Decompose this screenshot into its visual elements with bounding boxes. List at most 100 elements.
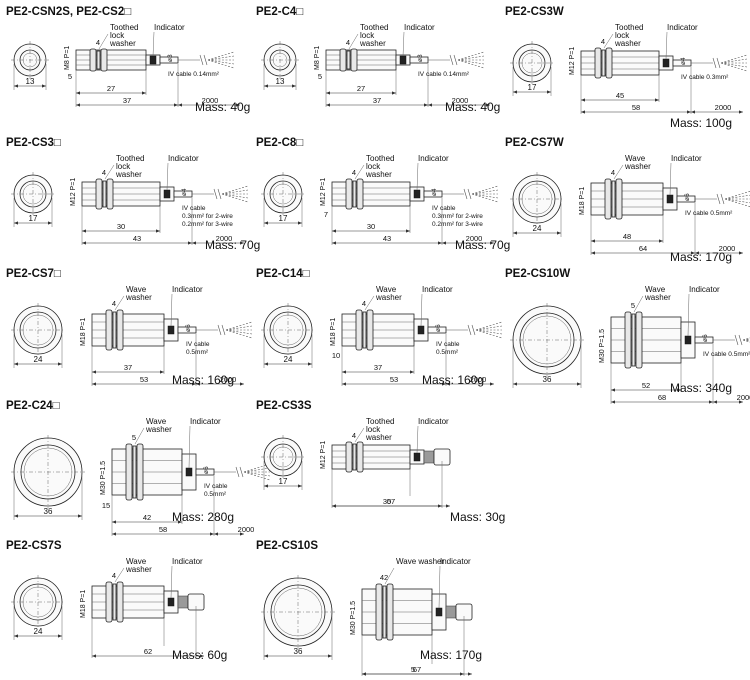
washer-label: washer <box>365 170 392 179</box>
dimension-label: 4 <box>352 168 356 177</box>
cable-diameter-label: ø6 <box>435 324 442 332</box>
cable-spec-label: IV cable 0.5mm² <box>703 351 750 358</box>
indicator-led <box>413 189 421 199</box>
washer-label: lock <box>110 31 125 40</box>
dimension-label: 2000 <box>238 525 255 534</box>
washer-label: lock <box>116 162 131 171</box>
washer <box>352 443 357 471</box>
dimension-label: 58 <box>632 103 640 112</box>
thread-spec-label: M30 P=1.5 <box>100 461 107 495</box>
face-width-label: 36 <box>543 375 552 384</box>
mass-label: Mass: 170g <box>420 648 483 662</box>
dimension-label: 58 <box>159 525 167 534</box>
washer <box>611 180 616 218</box>
dimension-label: 5 <box>631 301 635 310</box>
cable-leads <box>225 321 253 339</box>
washer-label: Toothed <box>116 154 144 163</box>
cable-spec-label: 0.3mm² for 2-wire <box>182 213 233 220</box>
washer <box>112 311 117 349</box>
washer-label: Wave <box>645 285 666 294</box>
dimension-label: 57 <box>387 497 395 506</box>
indicator-label: Indicator <box>418 154 449 163</box>
dimension-label: 37 <box>123 96 131 105</box>
face-width-label: 17 <box>29 214 38 223</box>
indicator-label: Indicator <box>689 285 720 294</box>
face-width-label: 24 <box>533 224 542 233</box>
model-title: PE2-CS3W <box>505 6 564 18</box>
cable-spec-label: IV cable 0.14mm² <box>168 71 220 78</box>
dimension-label: 2000 <box>452 96 469 105</box>
side-view: M30 P=1.5552682000WavewasherIndicatorø6I… <box>599 285 750 404</box>
hex-nut <box>345 178 353 210</box>
dimension-label: 42 <box>380 573 388 582</box>
mass-label: Mass: 60g <box>172 648 228 662</box>
washer-label: Toothed <box>366 417 394 426</box>
thread-spec-label: M30 P=1.5 <box>599 329 606 363</box>
cable-diameter-label: ø6 <box>702 334 709 342</box>
cable-leads <box>720 54 748 72</box>
cable-diameter-label: ø6 <box>185 324 192 332</box>
face-width-label: 17 <box>279 477 288 486</box>
hex-nut <box>615 178 623 220</box>
cable-spec-label: 0.5mm² <box>186 349 209 356</box>
hex-nut <box>100 48 108 72</box>
thread-spec-label: M18 P=1 <box>579 187 586 215</box>
cable-spec-label: IV cable 0.14mm² <box>418 71 470 78</box>
thread-spec-label: M12 P=1 <box>569 47 576 75</box>
dimension-label: 4 <box>96 38 100 47</box>
front-view: 24 <box>11 575 65 640</box>
indicator-label: Indicator <box>671 154 702 163</box>
washer-label: washer <box>125 565 152 574</box>
dimension-label: 2000 <box>466 234 483 243</box>
dimension-label: 5 <box>411 665 415 674</box>
cable-leads <box>207 51 235 69</box>
cable-diameter-label: ø4 <box>680 57 687 65</box>
washer-label: washer <box>644 293 671 302</box>
cable-spec-label: 0.5mm² <box>436 349 459 356</box>
dimension-label: 68 <box>658 393 666 402</box>
thread-spec-label: M12 P=1 <box>320 178 327 206</box>
dimension-label: 5 <box>132 433 136 442</box>
mass-label: Mass: 40g <box>195 100 251 114</box>
mass-label: Mass: 280g <box>172 510 235 524</box>
washer <box>96 50 101 70</box>
washer-label: washer <box>359 39 386 48</box>
washer-label: lock <box>360 31 375 40</box>
dimension-label: 4 <box>102 168 106 177</box>
indicator-led <box>666 194 674 204</box>
dimension-label: 37 <box>374 363 382 372</box>
indicator-label: Indicator <box>418 417 449 426</box>
dimension-label: 64 <box>639 244 647 253</box>
dimension-label: 30 <box>117 222 125 231</box>
dimension-label: 4 <box>352 431 356 440</box>
indicator-led <box>167 597 175 607</box>
face-width-label: 24 <box>34 355 43 364</box>
model-title: PE2-CS10W <box>505 268 571 280</box>
hex-nut <box>386 583 394 641</box>
mass-label: Mass: 70g <box>455 238 511 252</box>
model-title: PE2-C8□ <box>256 137 304 149</box>
hex-nut <box>106 178 114 210</box>
indicator-label: Indicator <box>172 557 203 566</box>
hex-nut <box>356 441 364 473</box>
dimension-label: 62 <box>144 647 152 656</box>
cable-diameter-label: ø6 <box>684 193 691 201</box>
indicator-led <box>167 325 175 335</box>
thread-spec-label: M8 P=1 <box>64 46 71 70</box>
washer-label: Toothed <box>366 154 394 163</box>
washer <box>102 180 107 208</box>
washer-label: washer <box>145 425 172 434</box>
front-view: 24 <box>261 303 315 368</box>
indicator-label: Indicator <box>190 417 221 426</box>
dimension-label: 52 <box>642 381 650 390</box>
hex-nut <box>105 581 113 623</box>
hex-nut <box>116 309 124 351</box>
cable-leads <box>221 185 249 203</box>
washer-label: Wave <box>625 154 646 163</box>
